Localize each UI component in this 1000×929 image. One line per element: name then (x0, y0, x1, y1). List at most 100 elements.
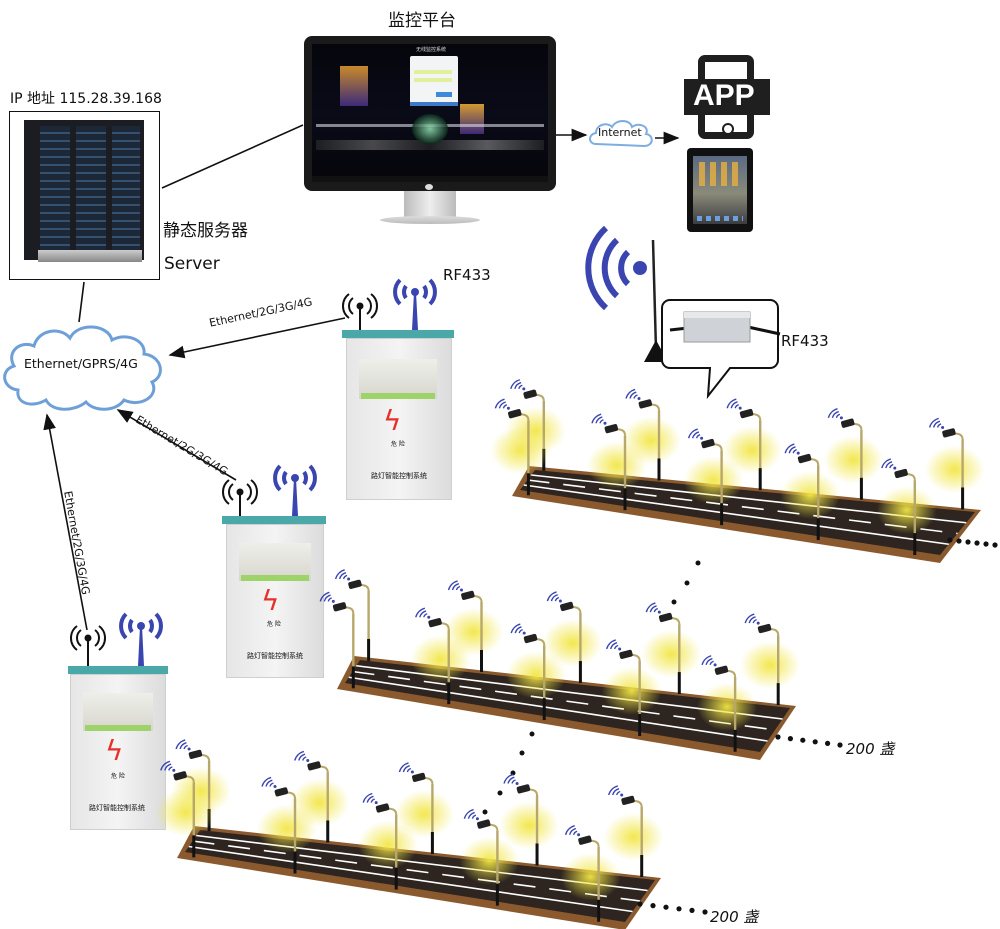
street-lamp (334, 569, 371, 661)
lamp-wifi-icon (701, 655, 717, 667)
lamp-glow (410, 635, 471, 684)
street-lamp (560, 825, 621, 922)
lamp-glow (683, 456, 744, 505)
lamp-head (523, 633, 538, 644)
lamp-wifi-icon (510, 379, 526, 391)
lamp-glow (358, 820, 419, 869)
lamp-head (274, 787, 289, 797)
lightning-icon: ϟ (105, 734, 124, 767)
continuation-dot (947, 537, 953, 543)
continuation-dot (800, 737, 806, 743)
street-lamp (542, 591, 603, 684)
lamp-head (757, 623, 772, 634)
tablet-icon[interactable] (687, 148, 753, 232)
network-cloud-shape (3, 325, 162, 411)
lane-marking (348, 676, 768, 742)
lamp-glow (542, 619, 603, 668)
lamp-head (375, 803, 390, 813)
lightning-icon: ϟ (261, 584, 280, 617)
network-cloud-label: Ethernet/GPRS/4G (24, 356, 138, 371)
lamp-arm (770, 628, 780, 636)
street-lamp (394, 762, 455, 854)
lamp-head (560, 601, 574, 612)
road3-lamp-count: 200 盏 (710, 908, 759, 926)
lamp-glow (587, 441, 647, 490)
lamp-head (477, 819, 491, 829)
cabinet2-cloud-arrow (116, 409, 237, 481)
lamp-head (739, 408, 754, 419)
lamp-head (188, 749, 203, 760)
lamp-glow (823, 435, 884, 484)
lamp-arm (185, 775, 195, 783)
app-phone-icon[interactable]: APP (684, 55, 770, 140)
lamp-head (461, 590, 475, 601)
lamp-wifi-icon (362, 792, 378, 805)
lamp-arm (489, 823, 499, 831)
lamp-arm (535, 393, 545, 401)
street-lamp (499, 773, 560, 866)
cabinet-door-text: 路灯智能控制系统 (247, 652, 303, 660)
login-dialog (410, 56, 458, 106)
cabinet2-antennas (222, 464, 317, 516)
lamp-wifi-icon (605, 639, 622, 651)
lamp-wifi-icon (827, 408, 843, 420)
lamp-head (942, 428, 956, 438)
street-lamp (155, 760, 216, 858)
lamp-wifi-icon (175, 739, 191, 751)
lamp-arm (906, 473, 916, 481)
cabinet3-cloud-arrow (43, 413, 88, 631)
continuation-dot (702, 909, 708, 915)
server-ip-label: IP 地址 115.28.39.168 (10, 91, 162, 107)
road2-lamp-count: 200 盏 (846, 740, 895, 758)
lamp-wifi-icon (687, 428, 704, 440)
lamp-wifi-icon (494, 398, 510, 410)
lamp-glow (876, 486, 937, 535)
lane-marking (192, 840, 641, 902)
street-lamp (924, 417, 985, 510)
street-lamp (740, 613, 801, 706)
lamp-wifi-icon (503, 773, 519, 785)
control-cabinet-2[interactable]: ϟ 危 险 路灯智能控制系统 (220, 456, 340, 678)
lamp-arm (671, 617, 681, 625)
rf-node-label: RF433 (781, 332, 829, 350)
lamp-glow (459, 836, 520, 885)
lamp-arm (727, 669, 737, 677)
control-cabinet-1[interactable]: ϟ 危 险 路灯智能控制系统 (340, 264, 460, 500)
road-asphalt (345, 660, 790, 752)
lamp-head (894, 468, 908, 479)
street-lamp (410, 607, 471, 705)
street-lamp (257, 776, 317, 874)
lane-marking (523, 484, 949, 546)
lamp-head (714, 665, 729, 675)
street-lamp (641, 602, 702, 695)
lamp-wifi-icon (294, 750, 310, 762)
continuation-dot (676, 906, 682, 912)
street-lamp (780, 443, 841, 541)
street-lamp (876, 458, 937, 556)
cellular-antenna-icon (222, 479, 258, 516)
lamp-arm (440, 622, 450, 630)
lamp-head (604, 424, 619, 434)
lamp-arm (473, 595, 483, 603)
app-label: APP (693, 79, 755, 112)
street-lamp (603, 785, 664, 877)
cabinet3-antennas (70, 612, 163, 666)
lamp-glow (603, 813, 664, 861)
lamp-arm (319, 765, 329, 773)
lamp-arm (650, 403, 660, 411)
lamp-wifi-icon (591, 413, 607, 425)
street-lamp (358, 792, 419, 890)
monitor-platform-label: 监控平台 (388, 11, 456, 31)
control-cabinet-3[interactable]: ϟ 危 险 路灯智能控制系统 (66, 604, 176, 830)
server-monitor-line (161, 124, 304, 189)
street-lamp (587, 413, 647, 511)
continuation-dot (812, 739, 818, 745)
screen-title: 无线监控系统 (416, 47, 447, 53)
lamp-head (621, 795, 635, 806)
lamp-arm (590, 839, 600, 847)
rf-antenna-icon (273, 464, 317, 516)
lamp-head (428, 618, 442, 628)
continuation-dot (974, 540, 980, 546)
lamp-wifi-icon (463, 808, 479, 821)
